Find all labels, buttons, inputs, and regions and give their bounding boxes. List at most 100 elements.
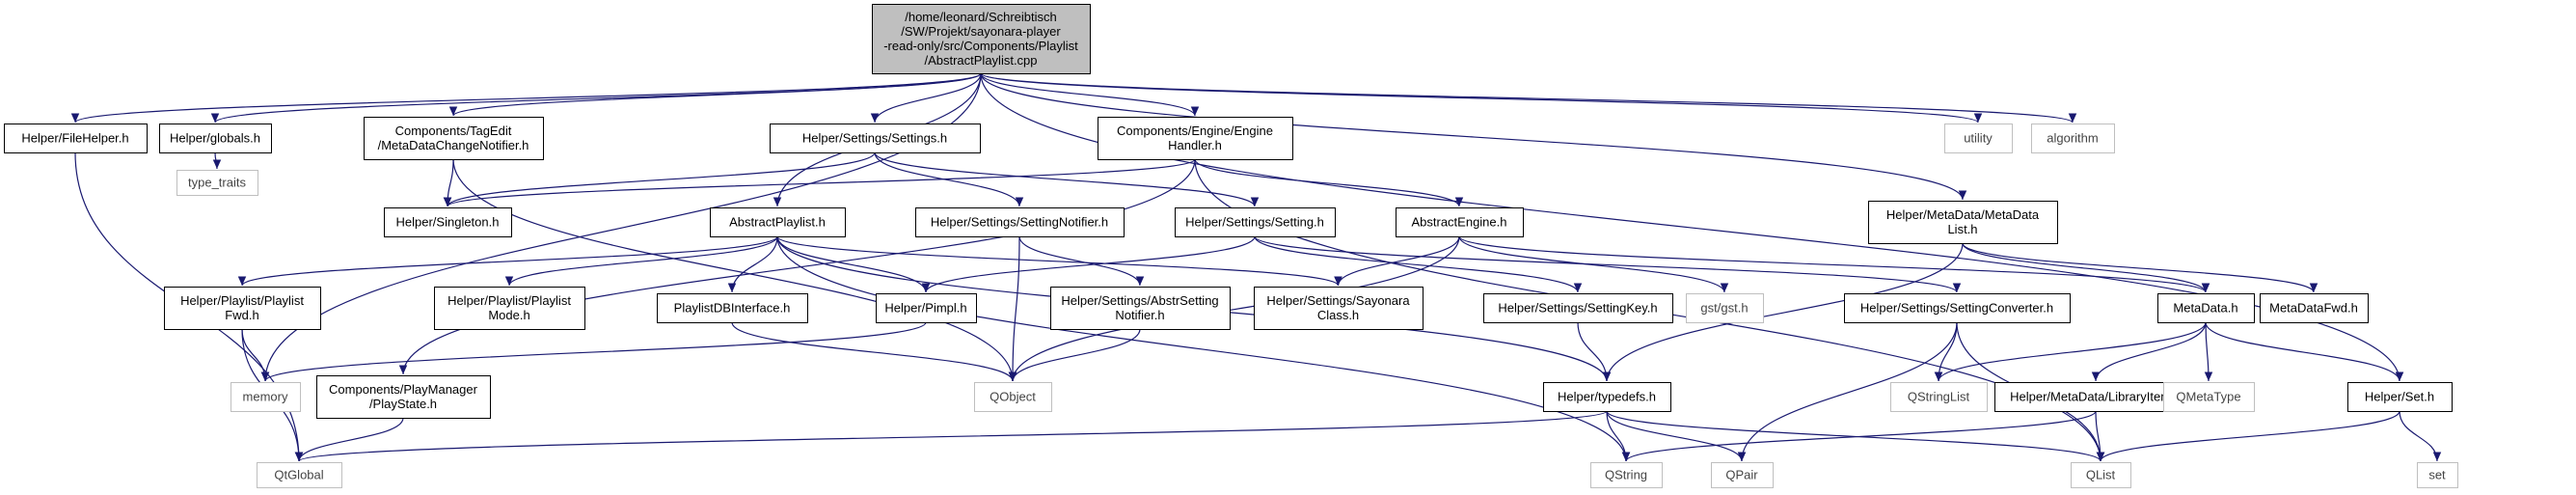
- node-label-line: Helper/typedefs.h: [1558, 390, 1656, 404]
- node-set: set: [2417, 462, 2458, 488]
- node-abstractplaylist[interactable]: AbstractPlaylist.h: [710, 207, 846, 237]
- edge-abstractplaylist-to-qstring: [776, 235, 1631, 462]
- node-box: [1686, 293, 1764, 323]
- node-box: [974, 382, 1052, 412]
- node-settingnotifier[interactable]: Helper/Settings/SettingNotifier.h: [915, 207, 1125, 237]
- edge-playlistdb-to-qobject: [731, 321, 1017, 382]
- node-qstringlist: QStringList: [1890, 382, 1988, 412]
- node-label-line: /MetaDataChangeNotifier.h: [378, 138, 529, 152]
- node-setting[interactable]: Helper/Settings/Setting.h: [1175, 207, 1336, 237]
- node-box: [316, 375, 491, 419]
- edge-settings-to-setting: [874, 151, 1260, 207]
- node-box: [1711, 462, 1774, 488]
- node-label-line: Fwd.h: [225, 308, 258, 322]
- node-box: [1098, 117, 1293, 160]
- node-box: [2157, 293, 2255, 323]
- node-playlistdb[interactable]: PlaylistDBInterface.h: [657, 293, 808, 323]
- node-box: [364, 117, 544, 160]
- node-label-line: Helper/globals.h: [170, 131, 260, 146]
- node-box: [710, 207, 846, 237]
- node-label-line: /SW/Projekt/sayonara-player: [901, 24, 1061, 39]
- node-label-line: gst/gst.h: [1700, 301, 1748, 316]
- node-playstate[interactable]: Components/PlayManager/PlayState.h: [316, 375, 491, 419]
- edge-settingkey-to-typedefs: [1577, 321, 1612, 382]
- node-label-line: Handler.h: [1168, 138, 1222, 152]
- edge-typedefs-to-qtglobal: [295, 410, 1608, 462]
- root-file-node[interactable]: /home/leonard/Schreibtisch/SW/Projekt/sa…: [872, 4, 1091, 74]
- edge-settingconverter-to-qpair: [1737, 321, 1958, 462]
- node-box: [4, 124, 148, 153]
- node-box: [1175, 207, 1336, 237]
- node-label-line: algorithm: [2047, 131, 2098, 146]
- edge-settingnotifier-to-abstrsettingnotifier: [1018, 235, 1145, 287]
- edge-settings-to-settingnotifier: [874, 151, 1024, 207]
- node-box: [1254, 287, 1424, 330]
- node-box: [876, 293, 977, 323]
- edge-abstractplaylist-to-pimpl: [776, 235, 931, 293]
- node-label-line: AbstractEngine.h: [1411, 215, 1506, 230]
- node-label-line: Notifier.h: [1115, 308, 1164, 322]
- node-qmetatype: QMetaType: [2163, 382, 2255, 412]
- node-box: [1050, 287, 1231, 330]
- node-label-line: Helper/Settings/AbstrSetting: [1061, 293, 1218, 308]
- edge-enginehandler-to-playstate: [398, 158, 1196, 375]
- edge-abstrsettingnotifier-to-qobject: [1008, 328, 1141, 382]
- node-abstractengine[interactable]: AbstractEngine.h: [1396, 207, 1524, 237]
- node-label-line: type_traits: [188, 176, 246, 190]
- node-label-line: /PlayState.h: [369, 397, 437, 411]
- node-box: [1890, 382, 1988, 412]
- node-tagedit[interactable]: Components/TagEdit/MetaDataChangeNotifie…: [364, 117, 544, 160]
- edge-root-to-filehelper: [71, 72, 982, 124]
- node-globals[interactable]: Helper/globals.h: [159, 124, 272, 153]
- node-box: [1543, 382, 1671, 412]
- node-box: [384, 207, 512, 237]
- node-label-line: MetaDataFwd.h: [2269, 301, 2358, 316]
- node-metadatafwd[interactable]: MetaDataFwd.h: [2260, 293, 2369, 323]
- node-box: [1844, 293, 2071, 323]
- edge-abstractplaylist-to-playlistmode: [504, 235, 778, 287]
- node-box: [1483, 293, 1673, 323]
- node-singleton[interactable]: Helper/Singleton.h: [384, 207, 512, 237]
- node-filehelper[interactable]: Helper/FileHelper.h: [4, 124, 148, 153]
- node-box: [770, 124, 981, 153]
- node-label-line: utility: [1964, 131, 1993, 146]
- node-label-line: Components/TagEdit: [395, 124, 512, 138]
- node-label-line: QString: [1605, 468, 1647, 482]
- edge-abstractengine-to-metadata: [1458, 235, 2210, 293]
- node-memory: memory: [230, 382, 301, 412]
- edge-setting-to-settingkey: [1254, 235, 1583, 293]
- node-settings[interactable]: Helper/Settings/Settings.h: [770, 124, 981, 153]
- node-box: [176, 170, 258, 196]
- node-settingconverter[interactable]: Helper/Settings/SettingConverter.h: [1844, 293, 2071, 323]
- node-settingkey[interactable]: Helper/Settings/SettingKey.h: [1483, 293, 1673, 323]
- node-label-line: QPair: [1725, 468, 1758, 482]
- node-label-line: /home/leonard/Schreibtisch: [905, 10, 1057, 24]
- node-label-line: QList: [2086, 468, 2116, 482]
- edge-abstractplaylist-to-playlistdb: [727, 235, 778, 293]
- edge-root-to-metadatalist: [980, 72, 1967, 201]
- edge-libraryitem-to-qlist: [2095, 410, 2105, 462]
- node-typedefs[interactable]: Helper/typedefs.h: [1543, 382, 1671, 412]
- node-box: [2071, 462, 2131, 488]
- edge-libraryitem-to-qstring: [1621, 410, 2097, 462]
- node-box: [2417, 462, 2458, 488]
- edge-abstractengine-to-sayonaraclass: [1334, 235, 1460, 287]
- edge-abstractengine-to-qobject: [1008, 235, 1460, 382]
- node-pimpl[interactable]: Helper/Pimpl.h: [876, 293, 977, 323]
- node-label-line: Components/Engine/Engine: [1117, 124, 1273, 138]
- edge-tagedit-to-singleton: [443, 158, 454, 207]
- node-label-line: Helper/Playlist/Playlist: [180, 293, 304, 308]
- node-set_h[interactable]: Helper/Set.h: [2347, 382, 2453, 412]
- edge-metadata-to-qstringlist: [1934, 321, 2207, 382]
- node-label-line: AbstractPlaylist.h: [729, 215, 826, 230]
- node-metadata[interactable]: MetaData.h: [2157, 293, 2255, 323]
- edge-metadata-to-set_h: [2205, 321, 2404, 382]
- node-label-line: PlaylistDBInterface.h: [674, 301, 791, 316]
- node-box: [872, 4, 1091, 74]
